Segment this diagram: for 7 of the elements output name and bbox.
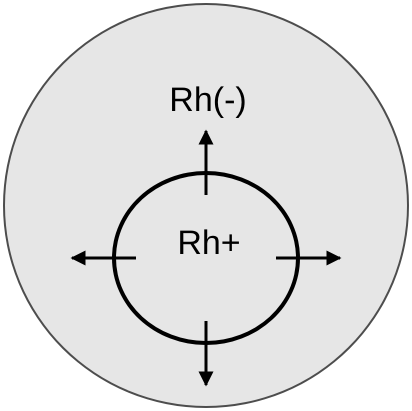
circle-label: Rh(-) bbox=[169, 83, 247, 117]
arrow bbox=[70, 250, 136, 266]
inner-circle bbox=[112, 171, 300, 345]
arrow bbox=[198, 321, 214, 386]
arrow bbox=[276, 250, 342, 266]
circle-label: Rh+ bbox=[177, 226, 241, 260]
arrow bbox=[198, 130, 214, 195]
